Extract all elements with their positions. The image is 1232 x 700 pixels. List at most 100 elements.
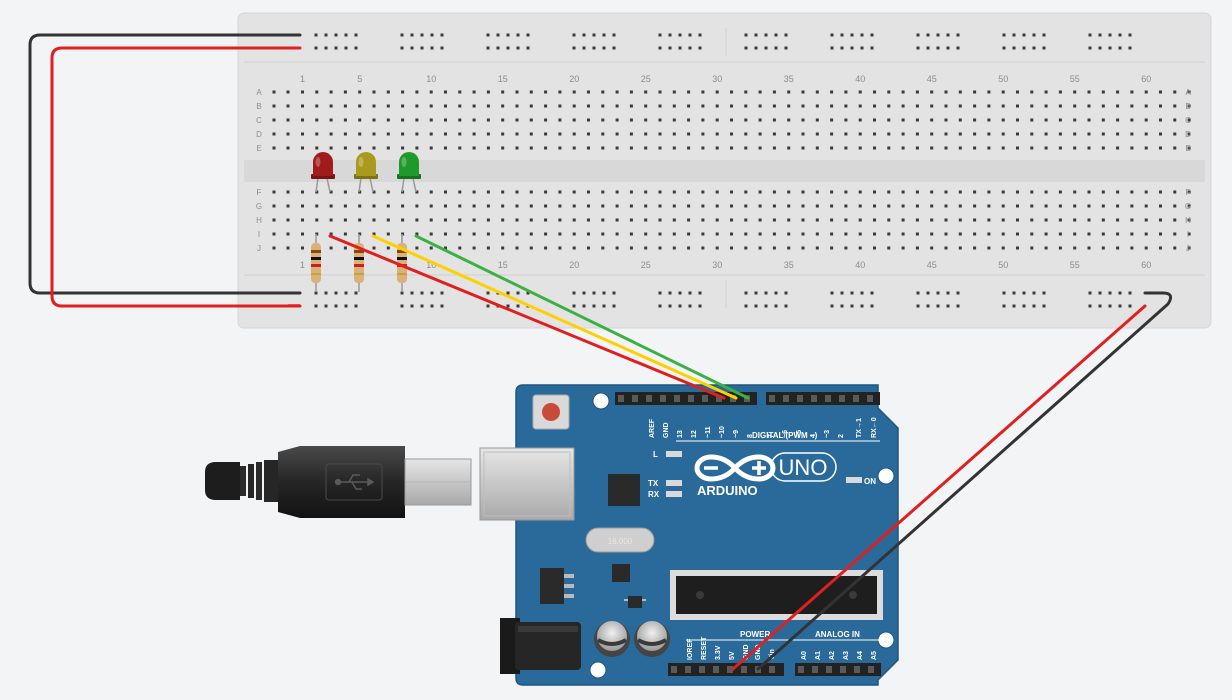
rail-hole[interactable] [744,33,748,37]
header-socket[interactable] [769,395,775,402]
breadboard-hole[interactable] [901,204,905,208]
breadboard-hole[interactable] [915,118,919,122]
breadboard-hole[interactable] [758,246,762,250]
breadboard-hole[interactable] [386,118,390,122]
breadboard-hole[interactable] [844,90,848,94]
breadboard-hole[interactable] [901,132,905,136]
breadboard-hole[interactable] [529,104,533,108]
rail-hole[interactable] [506,33,510,37]
breadboard-hole[interactable] [486,104,490,108]
breadboard-hole[interactable] [472,132,476,136]
breadboard-hole[interactable] [815,132,819,136]
arduino-uno[interactable]: 16.000 ARDUINO [479,384,899,686]
breadboard-hole[interactable] [887,218,891,222]
breadboard-hole[interactable] [915,204,919,208]
breadboard-hole[interactable] [544,232,548,236]
rail-hole[interactable] [754,33,758,37]
breadboard-hole[interactable] [973,104,977,108]
rail-hole[interactable] [486,33,490,37]
breadboard-hole[interactable] [358,146,362,150]
rail-hole[interactable] [668,304,672,308]
breadboard-hole[interactable] [1144,232,1148,236]
breadboard-hole[interactable] [515,190,519,194]
breadboard-hole[interactable] [601,132,605,136]
breadboard-hole[interactable] [329,118,333,122]
breadboard-hole[interactable] [701,146,705,150]
wire-red-signal[interactable] [328,234,726,400]
breadboard-hole[interactable] [615,132,619,136]
breadboard-hole[interactable] [558,204,562,208]
breadboard-hole[interactable] [1001,146,1005,150]
rail-hole[interactable] [658,304,662,308]
rail-hole[interactable] [612,46,616,50]
rail-hole[interactable] [698,304,702,308]
breadboard-hole[interactable] [758,218,762,222]
usb-cable[interactable] [205,446,472,518]
breadboard-hole[interactable] [830,190,834,194]
breadboard-hole[interactable] [401,104,405,108]
breadboard-hole[interactable] [830,204,834,208]
breadboard-hole[interactable] [301,146,304,150]
rail-hole[interactable] [354,33,358,37]
rail-hole[interactable] [678,46,682,50]
breadboard-hole[interactable] [1016,118,1019,122]
breadboard-hole[interactable] [873,132,876,136]
breadboard-hole[interactable] [715,246,719,250]
rail-hole[interactable] [526,291,530,295]
breadboard-hole[interactable] [873,246,876,250]
breadboard-hole[interactable] [958,190,962,194]
rail-hole[interactable] [612,33,616,37]
breadboard-hole[interactable] [587,104,590,108]
breadboard-hole[interactable] [1159,104,1162,108]
breadboard-hole[interactable] [1116,90,1120,94]
breadboard-hole[interactable] [386,204,390,208]
breadboard-hole[interactable] [501,218,505,222]
breadboard-hole[interactable] [1173,104,1177,108]
breadboard-hole[interactable] [887,204,891,208]
breadboard-hole[interactable] [844,146,848,150]
rail-hole[interactable] [850,291,854,295]
breadboard-hole[interactable] [386,190,390,194]
breadboard-hole[interactable] [701,204,705,208]
breadboard-hole[interactable] [486,118,490,122]
breadboard-hole[interactable] [1044,132,1048,136]
breadboard-hole[interactable] [801,232,805,236]
breadboard-hole[interactable] [1130,146,1134,150]
breadboard-hole[interactable] [772,190,776,194]
rail-hole[interactable] [440,304,444,308]
breadboard-hole[interactable] [858,132,862,136]
breadboard-hole[interactable] [515,204,519,208]
breadboard-hole[interactable] [815,104,819,108]
breadboard-hole[interactable] [744,104,748,108]
rail-hole[interactable] [344,33,348,37]
breadboard-hole[interactable] [301,218,304,222]
breadboard-hole[interactable] [558,104,562,108]
breadboard-hole[interactable] [444,118,447,122]
breadboard-hole[interactable] [415,104,419,108]
breadboard-hole[interactable] [873,104,876,108]
breadboard-hole[interactable] [787,204,791,208]
resistor-2[interactable] [354,234,364,292]
rail-hole[interactable] [506,291,510,295]
breadboard-hole[interactable] [1087,204,1091,208]
rail-hole[interactable] [830,33,834,37]
breadboard-hole[interactable] [501,118,505,122]
rail-hole[interactable] [774,46,778,50]
breadboard-hole[interactable] [429,118,433,122]
breadboard-hole[interactable] [358,90,362,94]
breadboard-hole[interactable] [644,104,648,108]
rail-hole[interactable] [572,46,576,50]
rail-hole[interactable] [774,291,778,295]
rail-hole[interactable] [400,304,404,308]
breadboard-hole[interactable] [644,146,648,150]
breadboard-hole[interactable] [901,246,905,250]
breadboard-hole[interactable] [758,118,762,122]
breadboard-hole[interactable] [930,118,934,122]
rail-hole[interactable] [582,291,586,295]
breadboard-hole[interactable] [629,132,633,136]
breadboard-hole[interactable] [558,218,562,222]
breadboard-hole[interactable] [844,218,848,222]
rail-hole[interactable] [516,304,520,308]
breadboard-hole[interactable] [1058,190,1062,194]
breadboard-hole[interactable] [501,132,505,136]
